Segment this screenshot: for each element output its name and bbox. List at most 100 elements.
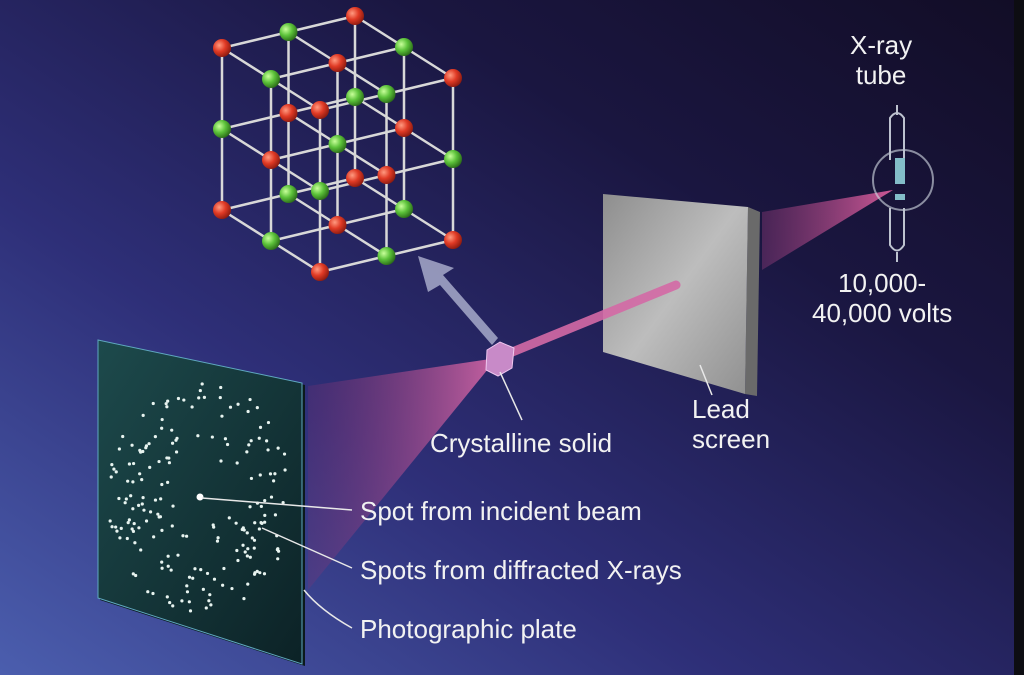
diffraction-spot bbox=[131, 529, 136, 533]
diffraction-spot bbox=[190, 405, 194, 409]
diffraction-spot bbox=[126, 521, 130, 525]
lattice-bond bbox=[270, 77, 321, 112]
diffraction-spot bbox=[130, 443, 134, 447]
diffraction-spot bbox=[110, 525, 114, 529]
diffraction-spot bbox=[165, 595, 169, 599]
lattice-bond bbox=[287, 30, 339, 65]
diffraction-spot bbox=[109, 475, 113, 479]
lattice-bond bbox=[270, 239, 321, 274]
diffraction-spot bbox=[141, 413, 145, 417]
xray-tube-icon bbox=[872, 105, 934, 262]
diffraction-spot bbox=[209, 603, 213, 607]
lattice-bond bbox=[221, 208, 272, 243]
diffraction-spot bbox=[263, 513, 267, 517]
diffraction-spot bbox=[187, 575, 192, 579]
diffraction-spot bbox=[257, 436, 261, 440]
lattice-bond bbox=[337, 45, 405, 65]
diffraction-spot bbox=[276, 446, 280, 450]
atom-green bbox=[395, 38, 413, 56]
diffraction-spot bbox=[230, 586, 234, 591]
diffraction-spot bbox=[265, 439, 269, 443]
atom-green bbox=[328, 135, 347, 153]
lattice-bond bbox=[221, 46, 272, 81]
lattice-bond bbox=[336, 142, 388, 177]
diffraction-spot bbox=[187, 600, 191, 604]
diffraction-spot bbox=[223, 437, 228, 441]
leader-lines bbox=[201, 364, 713, 629]
diffraction-spot bbox=[276, 547, 280, 551]
lattice-bond bbox=[287, 111, 339, 146]
diffraction-spot bbox=[167, 461, 171, 465]
label-xray-tube-line1: X-ray bbox=[850, 30, 913, 60]
diffraction-spot bbox=[252, 538, 257, 542]
diffraction-spot bbox=[212, 525, 216, 529]
lattice-bond bbox=[337, 126, 405, 146]
diffraction-spot bbox=[148, 465, 152, 469]
lattice-bond bbox=[403, 207, 454, 242]
atom-green bbox=[279, 185, 298, 203]
atom-green bbox=[444, 150, 462, 168]
diffraction-spot bbox=[108, 519, 112, 523]
diffraction-spot bbox=[207, 599, 211, 603]
diffraction-spot bbox=[204, 606, 208, 610]
diffraction-spot bbox=[136, 503, 141, 507]
atom-red bbox=[346, 7, 364, 25]
diffraction-spot bbox=[273, 513, 278, 517]
crystal-lattice bbox=[213, 7, 462, 281]
diffraction-spot bbox=[160, 528, 164, 532]
diffraction-spot bbox=[273, 472, 277, 476]
lattice-bond bbox=[221, 192, 289, 212]
arrow-to-lattice bbox=[418, 256, 498, 345]
diffraction-spot bbox=[153, 498, 158, 502]
diffraction-spot bbox=[218, 395, 222, 400]
diffraction-spot bbox=[199, 568, 203, 572]
diffraction-spot bbox=[151, 401, 155, 406]
atom-green bbox=[377, 85, 396, 103]
diffraction-spot bbox=[243, 550, 247, 554]
diffraction-spot bbox=[263, 498, 267, 503]
diffraction-spot bbox=[138, 448, 142, 453]
diffraction-spot bbox=[123, 501, 127, 505]
diffraction-spot bbox=[282, 452, 287, 456]
diffraction-spot bbox=[219, 459, 223, 463]
diffraction-spot bbox=[219, 385, 223, 390]
lattice-bond bbox=[354, 176, 405, 211]
diffraction-spot bbox=[144, 519, 149, 523]
diffraction-spot bbox=[269, 495, 274, 499]
atom-red bbox=[444, 69, 462, 87]
lattice-bond bbox=[336, 61, 388, 96]
atom-red bbox=[279, 104, 298, 122]
diffraction-spot bbox=[137, 526, 141, 530]
diffraction-spot bbox=[148, 510, 153, 514]
diffraction-spot bbox=[131, 461, 136, 466]
diffraction-spot bbox=[253, 521, 257, 525]
diffraction-spot bbox=[245, 531, 249, 535]
lattice-bond bbox=[270, 158, 321, 193]
lattice-bond bbox=[270, 223, 338, 243]
label-crystalline-solid: Crystalline solid bbox=[430, 428, 613, 458]
diffraction-spot bbox=[268, 472, 273, 476]
diffraction-spot bbox=[142, 508, 146, 512]
diffraction-spot bbox=[117, 447, 121, 451]
lead-screen bbox=[603, 194, 748, 394]
lattice-bond bbox=[336, 223, 388, 258]
label-lead-line1: Lead bbox=[692, 394, 750, 424]
diffraction-spot bbox=[126, 479, 130, 483]
label-xray-tube: X-ray tube bbox=[850, 30, 912, 90]
diffraction-spot bbox=[255, 406, 259, 410]
diffraction-spot bbox=[222, 566, 226, 571]
diffraction-spot bbox=[236, 558, 240, 563]
diffraction-spot bbox=[242, 596, 246, 601]
diffraction-spot bbox=[141, 496, 145, 500]
diffraction-spot bbox=[176, 553, 180, 557]
diffraction-spot bbox=[118, 536, 122, 540]
diffraction-spot bbox=[205, 571, 210, 576]
lattice-bond bbox=[221, 30, 289, 50]
diffraction-spot bbox=[249, 439, 253, 443]
diffraction-spot bbox=[166, 564, 170, 568]
diffraction-spot bbox=[160, 560, 164, 564]
diffraction-spot bbox=[127, 518, 131, 522]
diffraction-spot bbox=[152, 535, 156, 539]
diffraction-spot bbox=[228, 405, 233, 409]
diffraction-spot bbox=[185, 584, 189, 588]
